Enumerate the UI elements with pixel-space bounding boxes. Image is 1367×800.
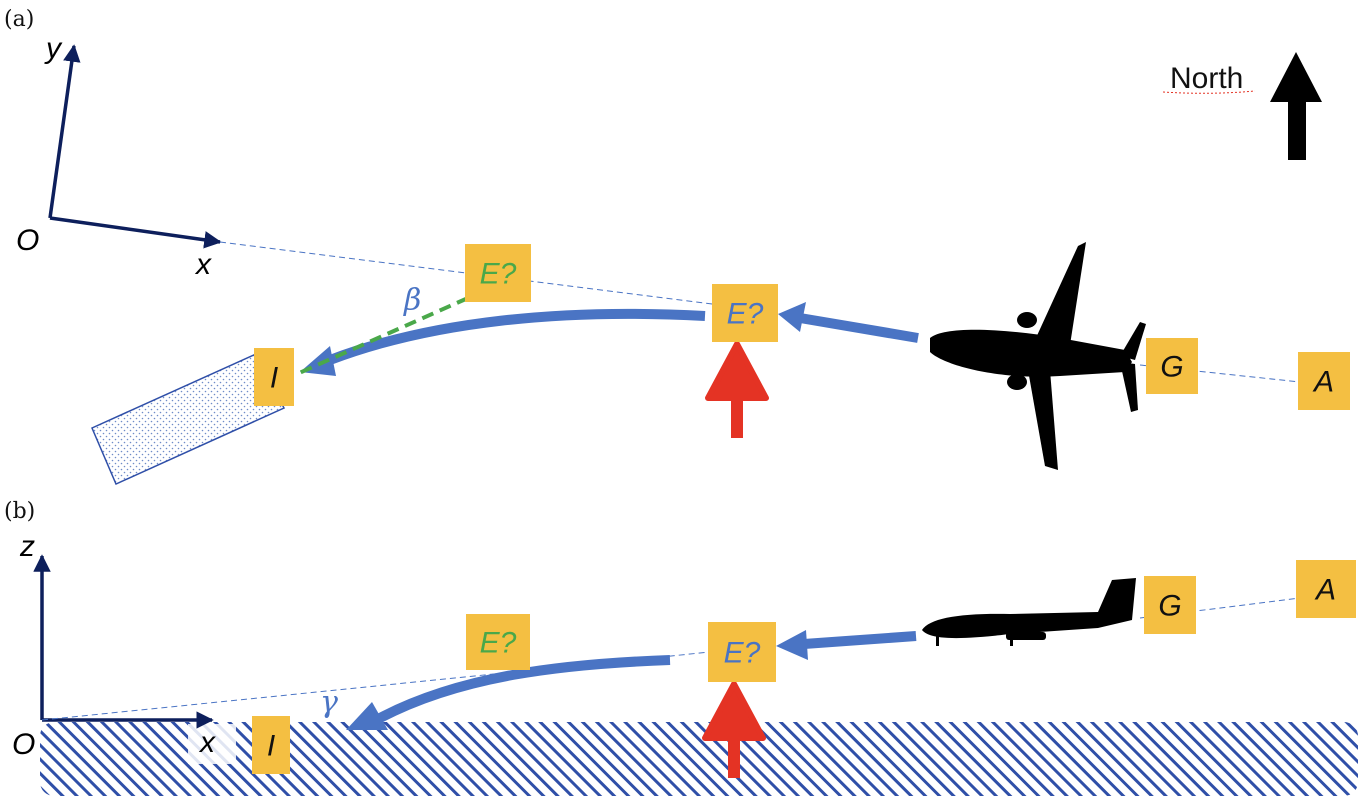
box-G-a: G xyxy=(1146,338,1198,394)
panel-b-axes: z x O xyxy=(12,530,216,761)
panel-a-axes: y x O xyxy=(16,32,222,281)
svg-text:I: I xyxy=(267,730,275,763)
y-axis-label: y xyxy=(44,32,63,65)
box-G-b: G xyxy=(1144,576,1196,634)
aircraft-side-view xyxy=(922,578,1136,646)
angle-gamma-label: γ xyxy=(320,685,338,720)
box-I-a: I xyxy=(254,348,294,406)
panel-b: (b) z x O γ xyxy=(4,499,1358,796)
svg-text:A: A xyxy=(1312,366,1334,399)
x-label-background xyxy=(188,724,236,764)
panel-b-label: (b) xyxy=(4,499,35,524)
panel-a-label: (a) xyxy=(4,7,34,32)
x-axis-label: x xyxy=(194,248,212,281)
x-axis xyxy=(49,216,222,249)
north-indicator: North xyxy=(1162,52,1322,160)
aircraft-top-view xyxy=(930,242,1146,470)
origin-label: O xyxy=(16,224,39,257)
svg-text:E?: E? xyxy=(480,258,517,291)
x-axis-b-label: x xyxy=(198,726,216,759)
trajectory-b-descent-arrowhead xyxy=(346,702,388,730)
angle-beta-label: β xyxy=(403,283,421,318)
svg-text:E?: E? xyxy=(724,637,761,670)
trajectory-b-approach-arrowhead xyxy=(776,630,808,660)
wind-arrow-a xyxy=(705,341,769,438)
ground xyxy=(40,722,1358,796)
origin-b-label: O xyxy=(12,728,35,761)
trajectory-b-approach xyxy=(803,631,917,649)
box-I-b: I xyxy=(252,716,290,774)
reference-line-east xyxy=(1139,364,1301,383)
svg-text:I: I xyxy=(270,362,278,395)
svg-text:G: G xyxy=(1160,351,1183,384)
svg-text:G: G xyxy=(1158,590,1181,623)
spellcheck-underline xyxy=(1162,90,1256,94)
trajectory-turn xyxy=(328,308,706,365)
trajectory-approach xyxy=(799,313,919,343)
panel-a: (a) y x O North β xyxy=(4,7,1350,485)
box-A-b: A xyxy=(1296,560,1356,618)
svg-text:E?: E? xyxy=(480,627,517,660)
runway xyxy=(91,353,286,485)
box-E-blue-a: E? xyxy=(712,284,778,342)
direct-guess-line xyxy=(296,296,469,376)
reference-line-b-west xyxy=(41,651,711,721)
north-arrow-icon xyxy=(1270,52,1322,160)
y-axis xyxy=(48,44,81,219)
north-label: North xyxy=(1170,62,1243,95)
trajectory-b-descent xyxy=(377,655,671,723)
box-A-a: A xyxy=(1298,352,1350,410)
box-E-green-a: E? xyxy=(465,244,531,302)
box-E-blue-b: E? xyxy=(708,622,776,682)
trajectory-approach-arrowhead xyxy=(778,302,806,332)
z-axis-label: z xyxy=(19,530,35,563)
svg-text:E?: E? xyxy=(727,298,764,331)
reference-line-b-east xyxy=(1139,597,1301,619)
wind-arrow-b xyxy=(702,681,766,778)
svg-text:A: A xyxy=(1314,574,1336,607)
box-E-green-b: E? xyxy=(466,614,530,670)
